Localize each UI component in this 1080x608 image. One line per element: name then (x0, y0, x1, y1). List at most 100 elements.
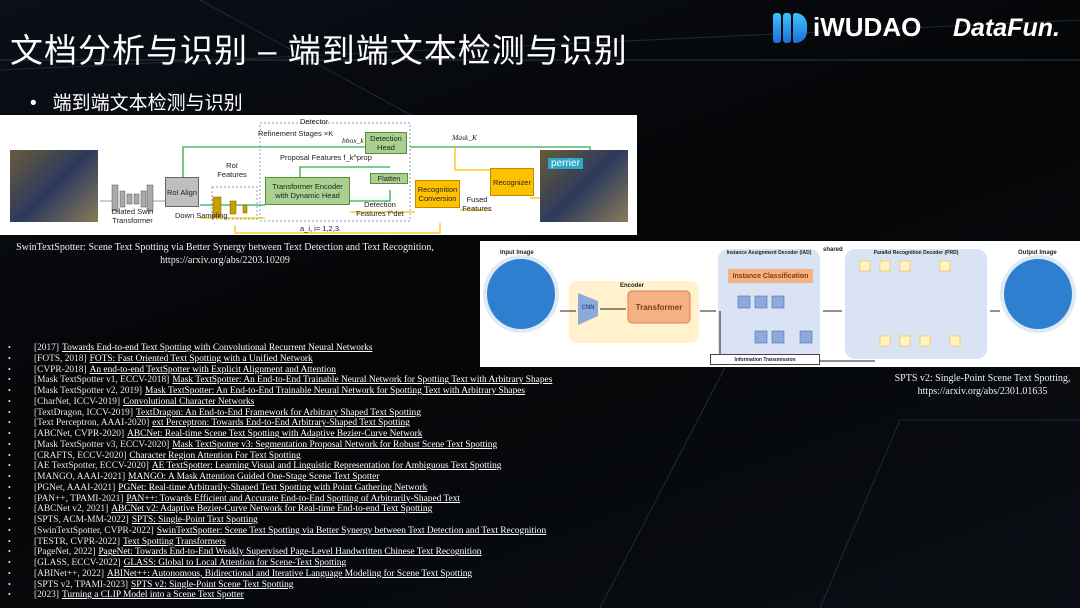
input-sign-photo (483, 255, 559, 333)
reference-tag: [SwinTextSpotter, CVPR-2022] (34, 525, 154, 536)
reference-tag: [CharNet, ICCV-2019] (34, 396, 121, 407)
input-scene-photo (10, 150, 98, 222)
reference-link[interactable]: Mask TextSpotter: An End-to-End Trainabl… (145, 386, 526, 396)
reference-tag: [AE TextSpotter, ECCV-2020] (34, 461, 149, 472)
recognizer-box: Recognizer (490, 168, 534, 196)
prd-label: Parallel Recognition Decoder (PRD) (873, 250, 959, 256)
reference-tag: [PAN++, TPAMI-2021] (34, 493, 124, 504)
reference-item: [PGNet, AAAI-2021]PGNet: Real-time Arbit… (8, 483, 552, 494)
reference-tag: [FOTS, 2018] (34, 353, 87, 364)
reference-link[interactable]: AE TextSpotter: Learning Visual and Ling… (151, 461, 502, 472)
reference-link[interactable]: TextDragon: An End-to-End Framework for … (135, 407, 421, 418)
reference-item: [ABCNet v2, 2021]ABCNet v2: Adaptive Bez… (8, 504, 552, 515)
reference-link[interactable]: SPTS v2: Single-Point Scene Text Spottin… (131, 579, 294, 590)
reference-tag: [SPTS, ACM-MM-2022] (34, 515, 129, 525)
reference-link[interactable]: Mask TextSpotter: An End-to-End Trainabl… (172, 375, 553, 386)
reference-link[interactable]: PGNet: Real-time Arbitrarily-Shaped Text… (118, 482, 428, 493)
reference-item: [CVPR-2018]An end-to-end TextSpotter wit… (8, 365, 552, 376)
datafun-logo: DataFun. (953, 14, 1060, 42)
instance-classification-block: Instance Classification (728, 269, 813, 283)
fused-features-label: Fused Features (462, 195, 492, 214)
reference-item: [SPTS, ACM-MM-2022]SPTS: Single-Point Te… (8, 515, 552, 526)
reference-tag: [2017] (34, 343, 59, 353)
reference-tag: [Mask TextSpotter v2, 2019] (34, 386, 143, 396)
figure1-caption-title: SwinTextSpotter: Scene Text Spotting via… (16, 242, 434, 253)
reference-link[interactable]: An end-to-end TextSpotter with Explicit … (89, 364, 336, 375)
reference-item: [MANGO, AAAI-2021]MANGO: A Mask Attentio… (8, 472, 552, 483)
figure2-caption-url: https://arxiv.org/abs/2301.01635 (917, 386, 1048, 397)
ai-label: a_i, i= 1,2,3. (300, 224, 342, 233)
reference-link[interactable]: PAN++: Towards Efficient and Accurate En… (126, 493, 461, 504)
reference-tag: [2023] (34, 590, 59, 601)
diagram2-arrows (560, 249, 1000, 362)
reference-item: [SwinTextSpotter, CVPR-2022]SwinTextSpot… (8, 526, 552, 537)
reference-list: [2017]Towards End-to-end Text Spotting w… (8, 343, 552, 601)
section-bullet: 端到端文本检测与识别 (30, 88, 243, 115)
dilated-swin-label: Dilated Swin Transformer (111, 207, 154, 226)
information-transmission-block: Information Transmission (710, 354, 820, 365)
reference-link[interactable]: Mask TextSpotter v3: Segmentation Propos… (172, 439, 498, 450)
reference-link[interactable]: GLASS: Global to Local Attention for Sce… (123, 558, 347, 568)
reference-tag: [TextDragon, ICCV-2019] (34, 407, 133, 418)
reference-link[interactable]: Convolutional Character Networks (123, 396, 255, 407)
reference-link[interactable]: Towards End-to-end Text Spotting with Co… (62, 343, 373, 353)
output-scene-photo: perrier (540, 150, 628, 222)
detection-features-label: Detection Features f^det (356, 200, 404, 219)
reference-link[interactable]: MANGO: A Mask Attention Guided One-Stage… (128, 472, 380, 482)
reference-tag: [CRAFTS, ECCV-2020] (34, 450, 127, 461)
transformer-block: Transformer (635, 302, 683, 312)
reference-link[interactable]: Text Spotting Transformers (122, 536, 226, 547)
reference-tag: [MANGO, AAAI-2021] (34, 472, 126, 482)
reference-link[interactable]: Turning a CLIP Model into a Scene Text S… (62, 590, 244, 601)
reference-item: [Text Perceptron, AAAI-2020]ext Perceptr… (8, 418, 552, 429)
flatten-box: Flatten (370, 173, 408, 184)
reference-link[interactable]: ext Perceptron: Towards End-to-End Arbit… (152, 418, 410, 429)
reference-item: [Mask TextSpotter v3, ECCV-2020]Mask Tex… (8, 440, 552, 451)
slide-title: 文档分析与识别 – 端到端文本检测与识别 (10, 32, 628, 69)
figure1-caption-url: https://arxiv.org/abs/2203.10209 (160, 255, 290, 266)
reference-item: [SPTS v2, TPAMI-2023]SPTS v2: Single-Poi… (8, 580, 552, 591)
roi-features-label: RoI Features (217, 161, 247, 180)
swintextspotter-diagram: perrier Detector Refinement Stages ×K bb… (0, 115, 637, 235)
recognition-conversion-box: Recognition Conversion (415, 180, 460, 208)
reference-link[interactable]: ABCNet v2: Adaptive Bezier-Curve Network… (111, 504, 433, 515)
reference-link[interactable]: SwinTextSpotter: Scene Text Spotting via… (156, 525, 547, 536)
reference-link[interactable]: FOTS: Fast Oriented Text Spotting with a… (89, 353, 313, 364)
reference-item: [GLASS, ECCV-2022]GLASS: Global to Local… (8, 558, 552, 569)
reference-tag: [Mask TextSpotter v1, ECCV-2018] (34, 375, 170, 386)
reference-link[interactable]: ABCNet: Real-time Scene Text Spotting wi… (127, 429, 423, 439)
figure2-caption: SPTS v2: Single-Point Scene Text Spottin… (885, 372, 1080, 398)
reference-tag: [Mask TextSpotter v3, ECCV-2020] (34, 439, 170, 450)
reference-item: [2017]Towards End-to-end Text Spotting w… (8, 343, 552, 354)
detection-head-box: Detection Head (365, 132, 407, 154)
reference-item: [CharNet, ICCV-2019]Convolutional Charac… (8, 397, 552, 408)
refinement-label: Refinement Stages ×K (258, 129, 334, 138)
iwudao-logo-text: iWUDAO (813, 12, 922, 42)
transformer-encoder-box: Transformer Encoder with Dynamic Head (265, 177, 350, 205)
down-sampling-label: Down Sampling (175, 211, 228, 220)
reference-link[interactable]: PageNet: Towards End-to-End Weakly Super… (98, 547, 482, 558)
output-image-label: Output Image (1018, 250, 1057, 256)
reference-link[interactable]: SPTS: Single-Point Text Spotting (131, 515, 258, 525)
reference-item: [ABCNet, CVPR-2020]ABCNet: Real-time Sce… (8, 429, 552, 440)
reference-tag: [TESTR, CVPR-2022] (34, 536, 120, 547)
output-sign-photo (1000, 255, 1076, 333)
reference-item: [TESTR, CVPR-2022]Text Spotting Transfor… (8, 537, 552, 548)
iad-label: Instance Assignment Decoder (IAD) (726, 250, 812, 256)
reference-tag: [SPTS v2, TPAMI-2023] (34, 579, 129, 590)
encoder-label: Encoder (620, 283, 645, 289)
iwudao-logo: iWUDAO (773, 12, 921, 43)
reference-item: [CRAFTS, ECCV-2020]Character Region Atte… (8, 451, 552, 462)
reference-link[interactable]: Character Region Attention For Text Spot… (129, 450, 301, 461)
reference-item: [TextDragon, ICCV-2019]TextDragon: An En… (8, 408, 552, 419)
reference-tag: [CVPR-2018] (34, 364, 87, 375)
proposal-features-label: Proposal Features f_k^prop (280, 153, 372, 162)
output-word-label: perrier (548, 158, 583, 169)
reference-tag: [PageNet, 2022] (34, 547, 96, 558)
reference-item: [AE TextSpotter, ECCV-2020]AE TextSpotte… (8, 461, 552, 472)
reference-tag: [Text Perceptron, AAAI-2020] (34, 418, 150, 429)
reference-item: [Mask TextSpotter v2, 2019]Mask TextSpot… (8, 386, 552, 397)
reference-link[interactable]: ABINet++: Autonomous, Bidirectional and … (106, 568, 473, 579)
reference-tag: [PGNet, AAAI-2021] (34, 482, 116, 493)
diagram-arrows (100, 122, 591, 234)
